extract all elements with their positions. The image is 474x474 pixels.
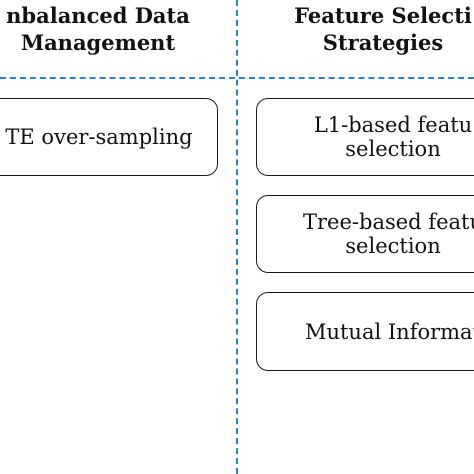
header-feature-selection-strategies: Feature Selecti Strategies	[294, 3, 472, 55]
node-mutual-information: Mutual Informat	[256, 292, 474, 371]
header-imbalanced-data-management: nbalanced Data Management	[6, 3, 190, 55]
node-label: TE over-sampling	[5, 125, 193, 149]
node-label: Mutual Informat	[304, 319, 474, 344]
column-divider	[236, 0, 238, 474]
node-label: L1-based featu selection	[313, 113, 473, 161]
node-label: Tree-based featu selection	[303, 210, 474, 258]
header-divider	[0, 77, 474, 79]
node-tree-feature-selection: Tree-based featu selection	[256, 195, 474, 273]
node-l1-feature-selection: L1-based featu selection	[256, 98, 474, 176]
node-smote-oversampling: TE over-sampling	[0, 98, 218, 176]
